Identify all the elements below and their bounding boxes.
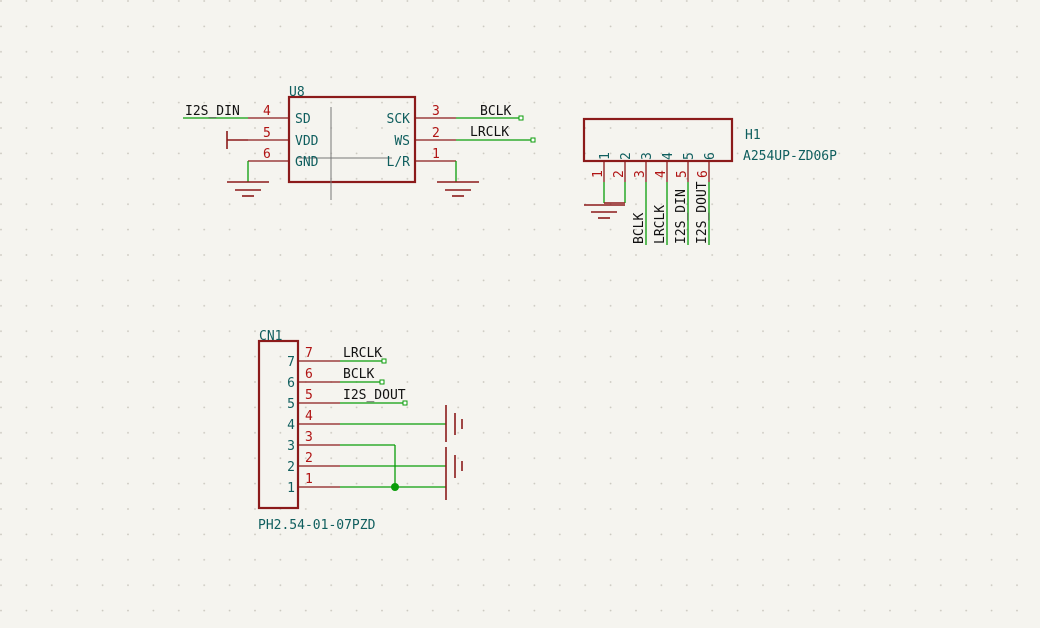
cn1-value: PH2.54-01-07PZD (258, 518, 376, 533)
cn1-pin-4-name: 4 (287, 418, 295, 433)
h1-pin-1-number: 1 (591, 170, 606, 178)
h1-pin-6-name: 6 (703, 152, 718, 160)
h1-pin-3-name: 3 (640, 152, 655, 160)
net-label-cn1-i2s-dout: I2S_DOUT (343, 388, 406, 403)
cn1-pin-6-name: 6 (287, 376, 295, 391)
net-label-u8-lrclk: LRCLK (470, 125, 509, 140)
cn1-pin-5-name: 5 (287, 397, 295, 412)
h1-pin-4-number: 4 (654, 170, 669, 178)
h1-pin-3-number: 3 (633, 170, 648, 178)
cn1-ref: CN1 (259, 329, 282, 344)
net-label-cn1-lrclk: LRCLK (343, 346, 382, 361)
u8-pin-1-number: 1 (432, 147, 440, 162)
h1-pin-1-name: 1 (598, 152, 613, 160)
h1-pin-5-number: 5 (675, 170, 690, 178)
h1-pin-4-name: 4 (661, 152, 676, 160)
net-label-u8-bclk: BCLK (480, 104, 511, 119)
cn1-i2s-dout-label-anchor (402, 400, 408, 406)
cn1-pin-2-name: 2 (287, 460, 295, 475)
u8-pin-3-number: 3 (432, 104, 440, 119)
u8-pin-gnd-name: GND (295, 155, 319, 170)
ground-symbol-u8-left (227, 181, 269, 197)
net-label-h1-bclk: BCLK (632, 213, 647, 244)
cn1-pin-1-number: 1 (305, 472, 313, 487)
net-label-h1-i2s-dout: I2S_DOUT (695, 181, 710, 244)
u8-pin-ws-name: WS (394, 134, 410, 149)
u8-pin-vdd-name: VDD (295, 134, 319, 149)
cn1-pin-7-number: 7 (305, 346, 313, 361)
cn1-pin-7-name: 7 (287, 355, 295, 370)
component-cn1[interactable]: CN1 PH2.54-01-07PZD 7 6 5 4 3 2 1 7 6 5 … (257, 329, 376, 533)
cn1-pin-3-name: 3 (287, 439, 295, 454)
h1-pin-2-number: 2 (612, 170, 627, 178)
u8-pin-5-number: 5 (263, 126, 271, 141)
component-u8[interactable]: U8 4 5 6 SD VDD GND 3 2 1 SCK WS L/R (248, 85, 456, 200)
h1-pin-2-name: 2 (619, 152, 634, 160)
net-label-h1-lrclk: LRCLK (653, 205, 668, 244)
u8-pin-2-number: 2 (432, 126, 440, 141)
h1-pin-5-name: 5 (682, 152, 697, 160)
u8-pin-6-number: 6 (263, 147, 271, 162)
u8-pin-sd-name: SD (295, 112, 311, 127)
u8-bclk-label-anchor (518, 115, 524, 121)
cn1-pin-2-number: 2 (305, 451, 313, 466)
h1-value: A254UP-ZD06P (743, 149, 837, 164)
cn1-pin-3-number: 3 (305, 430, 313, 445)
cn1-pin-6-number: 6 (305, 367, 313, 382)
cn1-bclk-label-anchor (379, 379, 385, 385)
h1-pin-6-number: 6 (696, 170, 711, 178)
u8-pin-lr-name: L/R (387, 155, 411, 170)
u8-pin-sck-name: SCK (387, 112, 411, 127)
net-label-u8-i2s-din: I2S_DIN (185, 104, 240, 119)
ground-symbol-cn1-upper (445, 405, 463, 442)
ground-symbol-cn1-lower (445, 447, 463, 500)
net-label-h1-i2s-din: I2S_DIN (674, 189, 689, 244)
u8-pin-4-number: 4 (263, 104, 271, 119)
cn1-pin-5-number: 5 (305, 388, 313, 403)
cn1-pin-4-number: 4 (305, 409, 313, 424)
u8-lrclk-label-anchor (530, 137, 536, 143)
u8-ref: U8 (289, 85, 305, 100)
h1-body (582, 117, 734, 163)
u8-vdd-symbol (226, 131, 248, 149)
cn1-pin-1-name: 1 (287, 481, 295, 496)
cn1-lrclk-label-anchor (381, 358, 387, 364)
ground-symbol-h1 (584, 204, 625, 219)
junction-dot (391, 483, 399, 491)
ground-symbol-u8-right (437, 181, 479, 197)
net-label-cn1-bclk: BCLK (343, 367, 374, 382)
component-h1[interactable]: H1 A254UP-ZD06P 1 2 3 4 5 6 1 2 3 4 5 6 (582, 117, 837, 182)
h1-ref: H1 (745, 128, 761, 143)
